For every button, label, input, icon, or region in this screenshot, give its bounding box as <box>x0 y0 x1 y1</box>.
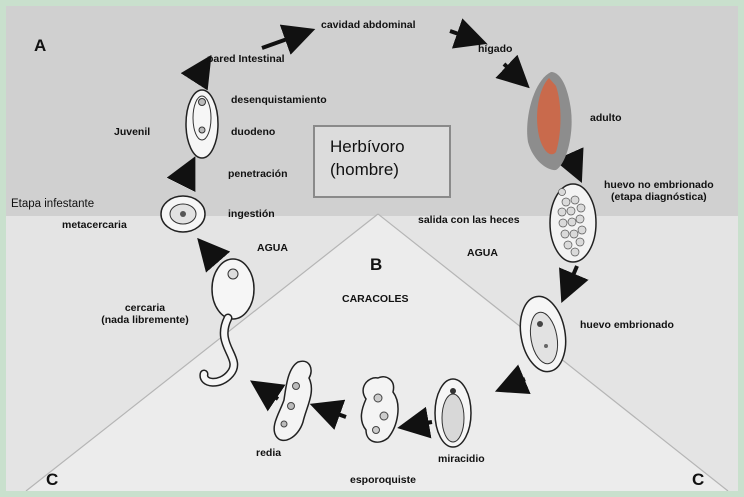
arrow-cavidad-to-higado <box>450 31 476 40</box>
stage-label-metacercaria: metacercaria <box>62 219 127 231</box>
stage-label-cercaria-line1: cercaria <box>85 302 205 314</box>
arrow-juvenil-to-pared <box>196 65 205 79</box>
arrow-adulto-to-huevo <box>569 154 577 172</box>
zone-label-water-left: AGUA <box>257 242 288 254</box>
miracidium-image <box>435 379 471 447</box>
region-label-a: A <box>34 36 46 56</box>
adult-fluke-image <box>527 72 572 170</box>
arrow-embrionado-to-miracidio <box>506 379 525 387</box>
sporocyst-image <box>361 377 398 442</box>
arrow-huevo-to-embrionado <box>566 266 577 292</box>
stage-label-pared: pared Intestinal <box>207 53 285 65</box>
arrow-metacercaria-to-juvenil <box>182 167 190 183</box>
region-label-c-left: C <box>46 470 58 490</box>
stage-label-redia: redia <box>256 447 281 459</box>
stage-label-desenquistamiento: desenquistamiento <box>231 94 327 106</box>
arrow-esporoquiste-to-redia <box>321 408 346 417</box>
stage-label-cavidad: cavidad abdominal <box>321 19 416 31</box>
stage-label-huevo-no-line2: (etapa diagnóstica) <box>604 191 714 203</box>
unembryonated-egg-image <box>550 184 596 262</box>
cycle-arrows <box>182 31 577 426</box>
cercaria-image <box>204 259 254 382</box>
arrow-miracidio-to-esporoquiste <box>409 422 432 426</box>
stage-label-ingestion: ingestión <box>228 208 275 220</box>
redia-image <box>274 361 311 440</box>
stage-label-adulto: adulto <box>590 112 622 124</box>
arrow-higado-to-adulto <box>504 64 521 80</box>
embryonated-egg-image <box>515 293 572 375</box>
stage-label-huevo-emb: huevo embrionado <box>580 319 674 331</box>
stage-label-huevo-no: huevo no embrionado (etapa diagnóstica) <box>604 179 714 203</box>
stage-label-higado: hígado <box>478 43 512 55</box>
arrow-cercaria-to-metacercaria <box>205 247 218 262</box>
zone-label-snails: CARACOLES <box>342 293 409 305</box>
host-box: Herbívoro (hombre) <box>313 125 451 198</box>
host-line-1: Herbívoro <box>330 135 449 158</box>
stage-label-miracidio: miracidio <box>438 453 485 465</box>
arrow-redia-to-cercaria <box>260 387 278 399</box>
stage-label-huevo-no-line1: huevo no embrionado <box>604 179 714 191</box>
stage-label-duodeno: duodeno <box>231 126 275 138</box>
stage-label-penetracion: penetración <box>228 168 288 180</box>
stage-label-esporoquiste: esporoquiste <box>350 474 416 486</box>
zone-label-water-right: AGUA <box>467 247 498 259</box>
stage-label-cercaria: cercaria (nada libremente) <box>85 302 205 326</box>
cycle-graphics <box>6 6 738 491</box>
region-label-b: B <box>370 255 382 275</box>
stage-label-juvenil: Juvenil <box>114 126 150 138</box>
stage-label-etapa-infestante: Etapa infestante <box>11 198 94 210</box>
host-line-2: (hombre) <box>330 158 449 181</box>
stage-label-cercaria-line2: (nada libremente) <box>85 314 205 326</box>
juvenile-image <box>186 90 218 158</box>
region-label-c-right: C <box>692 470 704 490</box>
stage-label-salida: salida con las heces <box>418 214 520 226</box>
metacercaria-image <box>161 196 205 232</box>
arrow-pared-to-cavidad <box>262 33 304 48</box>
